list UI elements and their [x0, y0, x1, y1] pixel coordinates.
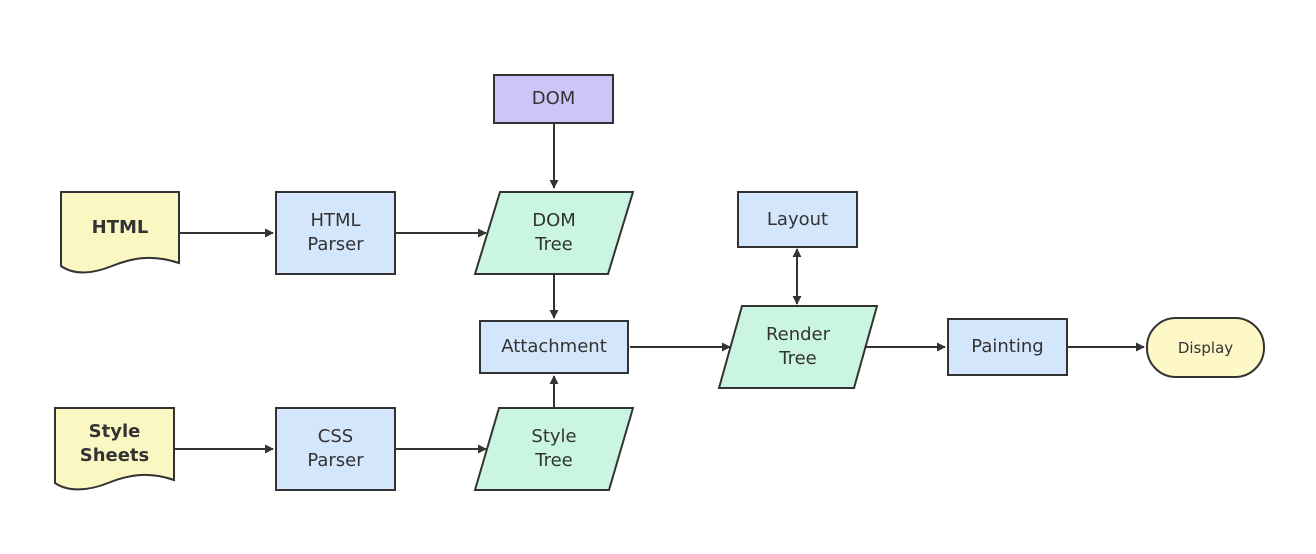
- display-node: [1146, 317, 1265, 378]
- dom-tree-node: [473, 191, 635, 275]
- dom-node: [493, 74, 614, 124]
- attachment-node: [479, 320, 629, 374]
- style-sheets-document-node: [54, 407, 175, 491]
- style-tree-node: [473, 407, 635, 491]
- painting-node: [947, 318, 1068, 376]
- html-document-node: [60, 191, 180, 274]
- html-parser-node: [275, 191, 396, 275]
- layout-node: [737, 191, 858, 248]
- render-tree-node: [717, 305, 879, 389]
- css-parser-node: [275, 407, 396, 491]
